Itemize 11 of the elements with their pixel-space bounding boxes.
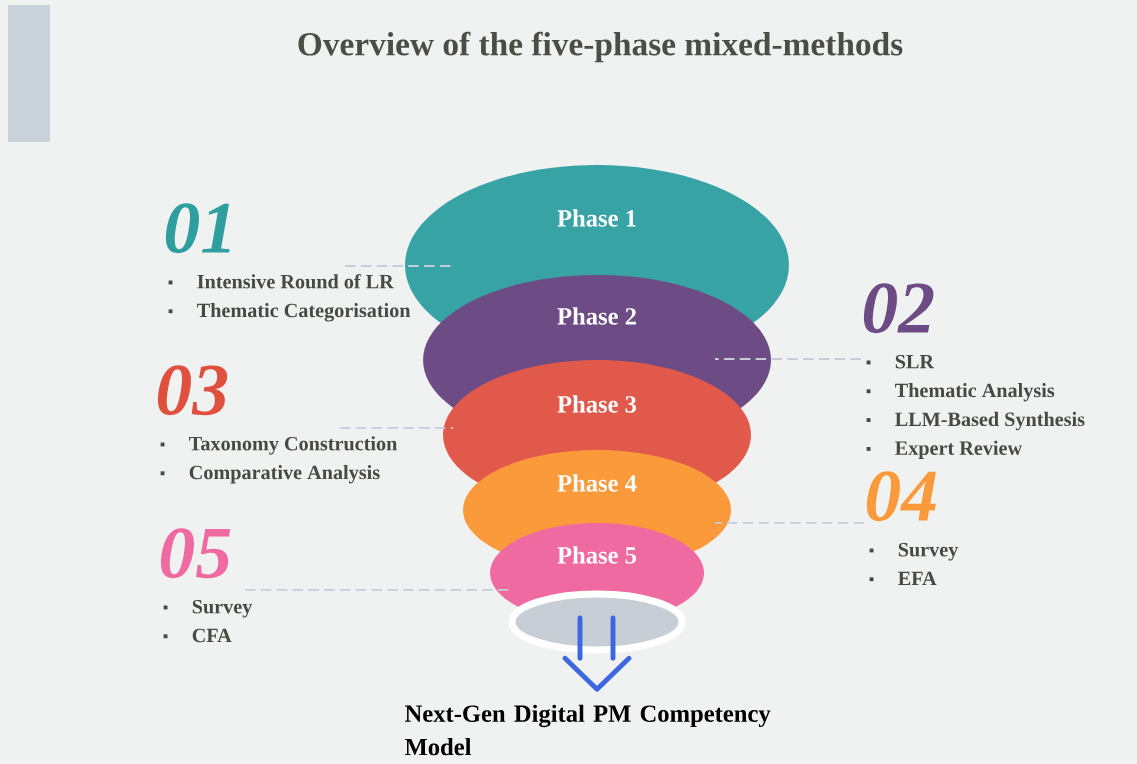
down-arrow bbox=[562, 615, 632, 692]
result-text: Next-Gen Digital PM Competency Model bbox=[404, 704, 771, 756]
title: Overview of the five-phase mixed-methods bbox=[298, 31, 903, 63]
leader-line bbox=[339, 427, 454, 429]
phase-callout: 05 Survey CFA bbox=[160, 528, 253, 643]
leader-line bbox=[714, 358, 862, 360]
leader-line bbox=[244, 589, 511, 591]
phase-callout: 02 SLR Thematic Analysis LLM-Based Synthesis Expert Review bbox=[863, 283, 1085, 459]
phase-callout: 03 Taxonomy Construction Comparative Analysis bbox=[157, 365, 398, 484]
phase-callout: 04 Survey EFA bbox=[866, 471, 959, 586]
leader-line bbox=[714, 522, 865, 524]
